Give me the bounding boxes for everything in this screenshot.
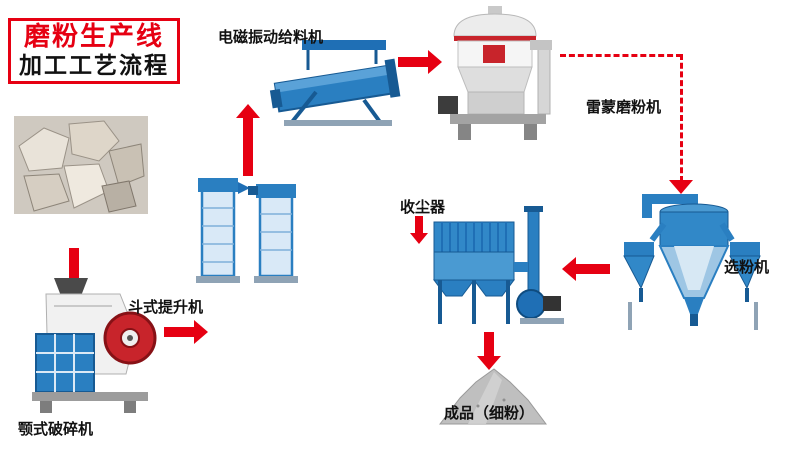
machine-raymond-mill: [438, 6, 565, 147]
arrow-crusher-to-elevator: [164, 320, 208, 344]
raw-material-illustration: [14, 116, 148, 214]
machine-jaw-crusher: [24, 276, 164, 419]
title-box: 磨粉生产线 加工工艺流程: [8, 18, 180, 84]
machine-classifier: [616, 190, 768, 339]
bucket-elevator-illustration: [196, 178, 298, 283]
title-line-1: 磨粉生产线: [23, 22, 164, 52]
arrow-elevator-to-feeder: [236, 104, 260, 176]
label-mill: 雷蒙磨粉机: [586, 98, 662, 116]
label-dust-collector: 收尘器: [400, 198, 446, 216]
machine-vibrating-feeder: [268, 34, 406, 130]
label-feeder: 电磁振动给料机: [218, 28, 324, 46]
label-elevator: 斗式提升机: [128, 298, 204, 316]
dashed-line-mill-to-classifier-horizontal: [560, 54, 682, 57]
dashed-line-mill-to-classifier-vertical: [680, 54, 683, 182]
arrow-collector-to-product: [477, 332, 501, 370]
machine-bucket-elevator: [194, 174, 306, 298]
machine-dust-collector: [428, 205, 565, 332]
label-crusher: 颚式破碎机: [18, 420, 94, 438]
vibrating-feeder-illustration: [269, 40, 401, 126]
classifier-illustration: [623, 194, 761, 330]
jaw-crusher-illustration: [32, 278, 157, 413]
product-pile: [438, 366, 548, 430]
label-product: 成品（细粉）: [444, 404, 535, 422]
title-line-2: 加工工艺流程: [19, 53, 169, 79]
arrow-mill-to-classifier-head: [669, 180, 693, 194]
dust-collector-illustration: [433, 205, 564, 324]
raymond-mill-illustration: [438, 6, 552, 140]
label-classifier: 选粉机: [724, 258, 770, 276]
arrow-classifier-to-collector: [562, 257, 610, 281]
raw-material-photo: [14, 116, 148, 218]
product-pile-illustration: [438, 368, 547, 425]
arrow-label-to-collector: [410, 216, 428, 244]
arrow-feeder-to-mill: [398, 50, 442, 74]
